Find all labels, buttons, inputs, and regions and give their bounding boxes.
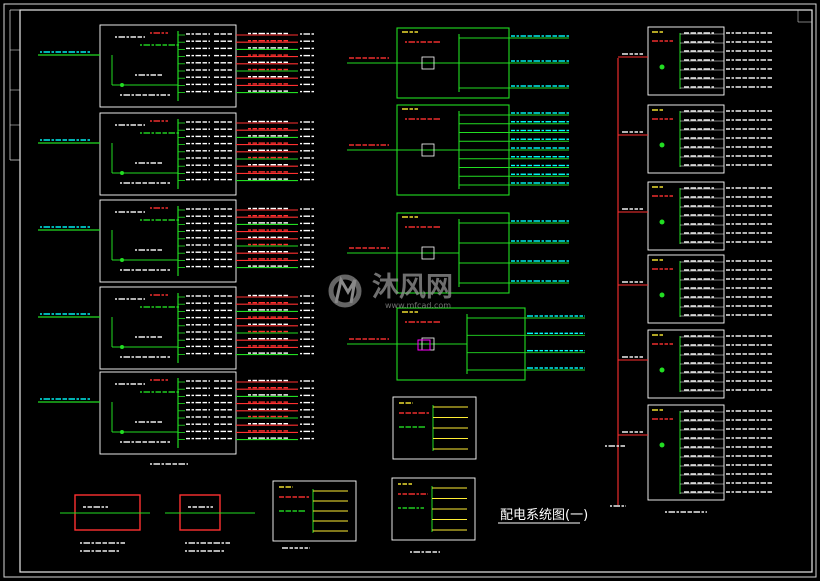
panel-frame (647, 404, 725, 501)
transformer-symbol (421, 143, 435, 157)
panel-frame (392, 396, 477, 460)
meter-symbol (659, 442, 665, 448)
watermark-url: www.mfcad.com (385, 301, 451, 310)
meter-symbol (120, 258, 124, 262)
left-panel (38, 199, 314, 283)
left-panel (38, 286, 314, 370)
meter-symbol (659, 219, 665, 225)
small-distribution-panels (272, 396, 477, 553)
mid-panel-2 (347, 104, 569, 196)
right-panel (618, 181, 772, 251)
panel-frame (99, 286, 237, 370)
mid-panel-1 (347, 27, 569, 99)
watermark: 沐风网 www.mfcad.com (328, 272, 453, 310)
meter-symbol (120, 83, 124, 87)
main-title: 配电系统图(一) (500, 508, 588, 523)
meter-symbol (659, 64, 665, 70)
drawing-frame (3, 3, 817, 578)
right-panel (618, 404, 772, 501)
meter-symbol (120, 345, 124, 349)
highlight-symbol (417, 339, 431, 351)
panel-frame (99, 24, 237, 108)
middle-distribution-panels (347, 27, 585, 381)
small-panel-2 (391, 477, 476, 541)
left-panel (38, 112, 314, 196)
meter-symbol (659, 142, 665, 148)
left-panel (38, 371, 314, 455)
panel-frame (99, 199, 237, 283)
small-panel-3 (272, 480, 357, 542)
right-panel (618, 26, 772, 96)
panel-frame (391, 477, 476, 541)
watermark-text-cn: 沐风网 (372, 272, 453, 303)
panel-frame (99, 371, 237, 455)
meter-symbol (120, 430, 124, 434)
meter-symbol (659, 367, 665, 373)
left-distribution-panels (38, 24, 314, 552)
mid-panel-4 (347, 307, 585, 381)
small-panel-1 (392, 396, 477, 460)
mid-panel-3 (347, 212, 569, 294)
meter-symbol (659, 292, 665, 298)
transformer-symbol (421, 56, 435, 70)
mf-logo-icon (328, 274, 362, 308)
bottom-small-panel (60, 494, 150, 552)
right-lighting-panels (605, 26, 772, 513)
right-panel (618, 329, 772, 399)
bottom-small-panel (165, 494, 255, 552)
transformer-symbol (421, 246, 435, 260)
panel-frame (99, 112, 237, 196)
meter-symbol (120, 171, 124, 175)
panel-frame (272, 480, 357, 542)
right-panel (618, 254, 772, 324)
right-panel (618, 104, 772, 174)
left-panel (38, 24, 314, 108)
